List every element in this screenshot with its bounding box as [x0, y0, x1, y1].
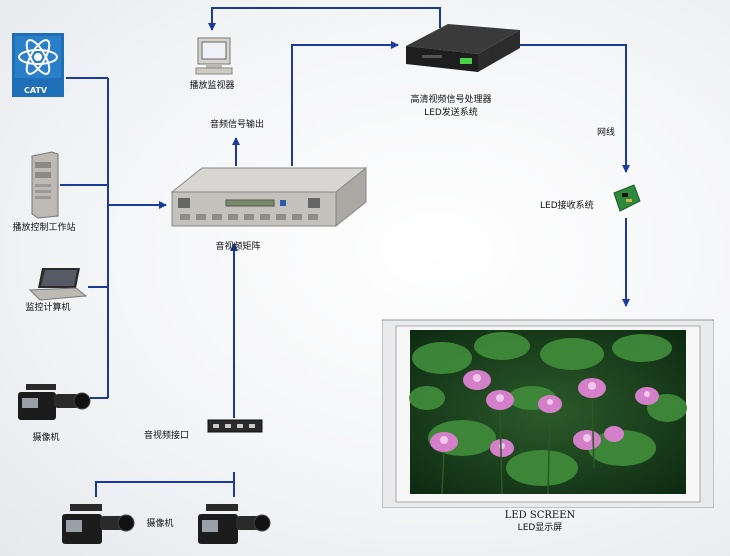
line-processor-to-monitor [208, 7, 441, 31]
led-receiver-label: LED接收系统 [540, 201, 594, 211]
workstation-label: 播放控制工作站 [12, 223, 76, 233]
cameras-bottom-label: 摄像机 [146, 519, 174, 529]
playback-monitor-label: 播放监视器 [189, 81, 235, 91]
camera-bottom-1-icon [56, 496, 136, 554]
line-matrix-to-processor [291, 41, 399, 166]
camera-left-label: 摄像机 [32, 433, 60, 443]
av-matrix-device [168, 166, 368, 240]
processor-label-2: LED发送系统 [424, 108, 478, 118]
led-screen [381, 318, 715, 512]
led-receiver-card [612, 183, 642, 219]
line-camera-bottom-1 [95, 472, 235, 497]
network-label: 网线 [596, 128, 616, 138]
audio-output-label: 音频信号输出 [209, 120, 265, 130]
monitor-computer-label: 监控计算机 [25, 303, 71, 313]
camera-left-icon [12, 376, 92, 430]
camera-bottom-2-icon [192, 496, 272, 554]
processor-box [400, 14, 524, 80]
processor-label-1: 高清视频信号处理器 [410, 95, 492, 105]
av-interface-label: 音视频接口 [144, 431, 190, 441]
line-processor-to-receiver [520, 44, 630, 173]
monitor-computer-icon [28, 266, 88, 306]
led-screen-label-cn: LED显示屏 [517, 523, 563, 533]
catv-logo [12, 33, 64, 97]
led-screen-label-en: LED SCREEN [504, 510, 576, 521]
av-matrix-label: 音视频矩阵 [215, 242, 261, 252]
av-interface-device [207, 418, 263, 437]
playback-monitor-icon [194, 36, 234, 80]
catv-label: CATV [24, 86, 48, 95]
workstation-icon [30, 150, 60, 224]
